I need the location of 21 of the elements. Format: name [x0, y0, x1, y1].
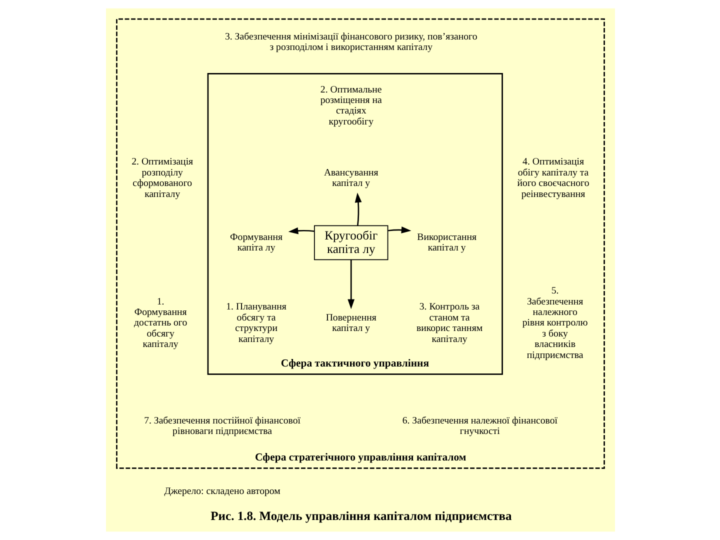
label: Джерело: складено автором — [164, 486, 280, 497]
label: 2. Оптимізація розподілу сформованого капіталу — [131, 156, 193, 200]
node-text: Авансування капітал у — [323, 167, 378, 190]
label: 1. Формування достатнь ого обсягу капіталу — [133, 296, 187, 350]
node-text: Повернення капітал у — [325, 312, 376, 334]
label: 6. Забезпечення належної фінансової гнучкості — [402, 415, 557, 437]
arrow — [288, 227, 314, 234]
label: 3. Контроль за станом та викорис танням капіталу — [416, 302, 482, 345]
arrow — [354, 192, 362, 226]
label: 2. Оптимальне розміщення на стадіях кругообігу — [320, 84, 382, 128]
label: 7. Забезпечення постійної фінансової рівноваги підприємства — [144, 415, 300, 437]
node-box: Кругообіг капіта лу — [313, 225, 388, 260]
arrow — [388, 226, 411, 234]
label: 4. Оптимізація обігу капіталу та його своєчасного реінвестування — [516, 156, 589, 200]
label: 1. Планування обсягу та структури капіталу — [226, 302, 286, 345]
label: 3. Забезпечення мінімізації фінансового ризику, пов’язаного з розподілом і використанням капіталу — [224, 31, 477, 54]
node-text: Використання капітал у — [416, 232, 476, 254]
label: 5. Забезпечення належного рівня контролю з боку власників підприємства — [522, 286, 588, 361]
node-text: Формування капіта лу — [230, 232, 282, 254]
caption: Рис. 1.8. Модель управління капіталом підприємства — [210, 509, 512, 524]
arrow — [347, 260, 354, 310]
